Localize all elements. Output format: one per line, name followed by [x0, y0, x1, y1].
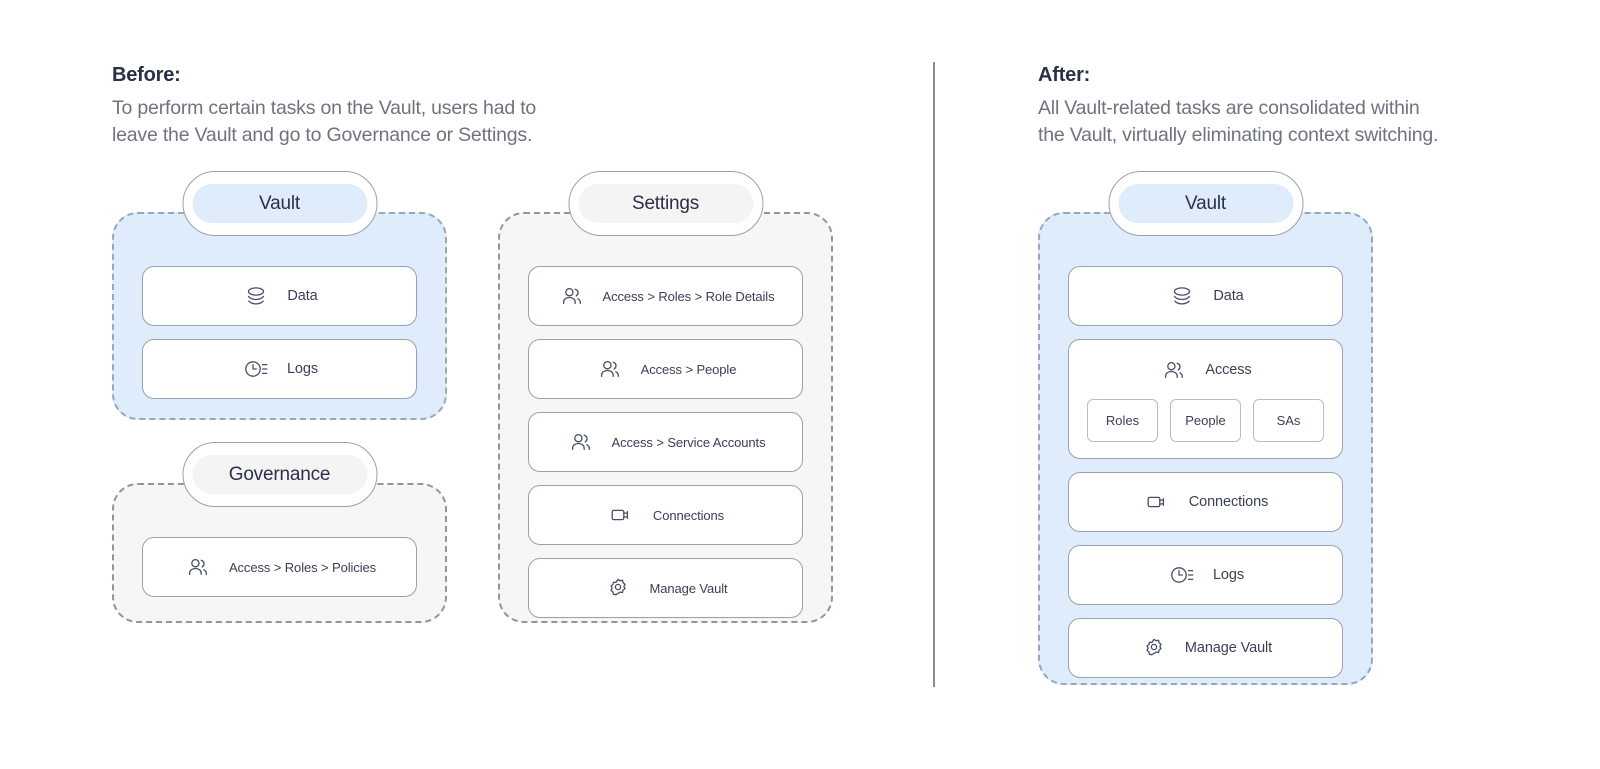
pill-highlight — [578, 184, 753, 223]
item-connections[interactable]: Connections — [1068, 472, 1343, 532]
item-data[interactable]: Data — [142, 266, 417, 326]
group-body: Access > Roles > Role Details Access > P… — [500, 214, 831, 642]
group-header-vault-before[interactable]: Vault — [182, 171, 377, 236]
item-label: Manage Vault — [649, 580, 728, 596]
plug-icon — [1143, 487, 1173, 517]
after-panel: After: All Vault-related tasks are conso… — [1038, 62, 1508, 149]
item-logs[interactable]: Logs — [142, 339, 417, 399]
item-logs[interactable]: Logs — [1068, 545, 1343, 605]
item-label: Data — [287, 288, 318, 304]
item-access-service-accounts[interactable]: Access > Service Accounts — [528, 412, 803, 472]
people-icon — [595, 354, 625, 384]
pill-highlight — [192, 455, 367, 494]
item-access-roles-policies[interactable]: Access > Roles > Policies — [142, 537, 417, 597]
chip-people[interactable]: People — [1170, 399, 1241, 442]
item-label: Access > Roles > Role Details — [602, 288, 775, 304]
item-label: Access — [1205, 362, 1252, 378]
item-manage-vault[interactable]: Manage Vault — [1068, 618, 1343, 678]
group-body: Access > Roles > Policies — [114, 485, 445, 621]
item-manage-vault[interactable]: Manage Vault — [528, 558, 803, 618]
item-data[interactable]: Data — [1068, 266, 1343, 326]
item-access-people[interactable]: Access > People — [528, 339, 803, 399]
group-settings-before: Settings Access > Roles > Role Details — [498, 171, 833, 623]
group-header-label: Governance — [228, 463, 331, 485]
before-subtitle: To perform certain tasks on the Vault, u… — [112, 97, 537, 146]
item-label: Logs — [1212, 567, 1245, 583]
group-body: Data Logs — [114, 214, 445, 423]
database-icon — [241, 281, 271, 311]
item-label: Connections — [1188, 494, 1269, 510]
group-header-governance[interactable]: Governance — [182, 442, 377, 507]
item-access[interactable]: Access Roles People SAs — [1068, 339, 1343, 459]
item-label: Manage Vault — [1184, 640, 1273, 656]
item-access-roles-role-details[interactable]: Access > Roles > Role Details — [528, 266, 803, 326]
pill-highlight — [192, 184, 367, 223]
group-body: Data Access Roles — [1040, 214, 1371, 702]
item-label: Logs — [286, 361, 319, 377]
item-connections[interactable]: Connections — [528, 485, 803, 545]
people-icon — [566, 427, 596, 457]
after-subtitle: All Vault-related tasks are consolidated… — [1038, 97, 1439, 146]
chip-roles[interactable]: Roles — [1087, 399, 1158, 442]
item-label: Access > Service Accounts — [611, 434, 766, 450]
plug-icon — [607, 500, 637, 530]
people-icon — [183, 552, 213, 582]
access-chip-row: Roles People SAs — [1087, 399, 1324, 442]
group-governance-before: Governance Access > Roles > Policies — [112, 442, 447, 623]
gear-icon — [1139, 633, 1169, 663]
group-header-label: Settings — [631, 192, 700, 214]
pill-highlight — [1118, 184, 1293, 223]
group-vault-before: Vault Data — [112, 171, 447, 423]
database-icon — [1167, 281, 1197, 311]
gear-icon — [603, 573, 633, 603]
column-divider — [933, 62, 935, 687]
item-label: Connections — [652, 507, 725, 523]
item-label: Data — [1213, 288, 1244, 304]
clock-log-icon — [241, 354, 271, 384]
people-icon — [557, 281, 587, 311]
group-header-label: Vault — [1185, 192, 1226, 214]
item-label: Access > Roles > Policies — [228, 559, 377, 575]
before-panel: Before: To perform certain tasks on the … — [112, 62, 872, 149]
group-header-label: Vault — [259, 192, 300, 214]
people-icon — [1159, 355, 1189, 385]
clock-log-icon — [1167, 560, 1197, 590]
after-title: After: — [1038, 64, 1091, 86]
before-title: Before: — [112, 64, 181, 86]
item-label: Access > People — [640, 361, 737, 377]
group-vault-after: Vault Data — [1038, 171, 1373, 685]
chip-sas[interactable]: SAs — [1253, 399, 1324, 442]
group-header-settings[interactable]: Settings — [568, 171, 763, 236]
group-header-vault-after[interactable]: Vault — [1108, 171, 1303, 236]
